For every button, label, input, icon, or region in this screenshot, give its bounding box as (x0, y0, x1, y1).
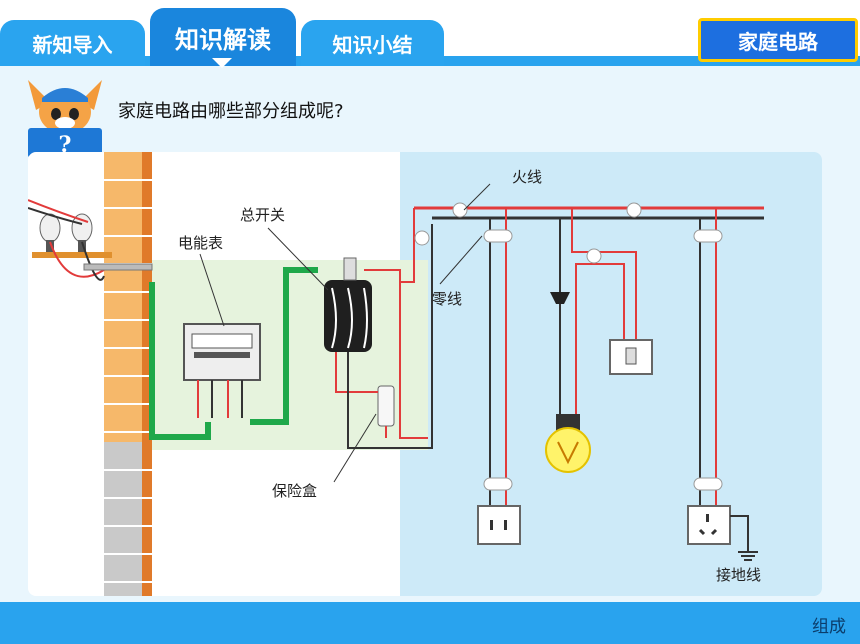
label-fuse-box: 保险盒 (272, 482, 317, 500)
brick-wall (104, 152, 152, 596)
topic-badge-label: 家庭电路 (738, 29, 818, 54)
socket-branch-2 (687, 208, 758, 561)
label-neutral-wire: 零线 (432, 290, 462, 308)
three-pin-socket (687, 505, 731, 545)
label-main-switch: 总开关 (240, 206, 285, 224)
socket-branch-1 (477, 208, 521, 545)
mascot-badge-text: ? (59, 132, 72, 158)
label-ground-wire: 接地线 (716, 566, 761, 584)
label-meter: 电能表 (178, 234, 223, 252)
tab-summary-label: 知识小结 (332, 32, 413, 57)
outdoor-insulators (28, 199, 153, 281)
meter-to-switch-wire (250, 267, 318, 425)
tab-interpretation[interactable]: 知识解读 (150, 8, 296, 66)
label-live-wire: 火线 (512, 168, 542, 186)
mascot-icon: ? (28, 80, 102, 158)
ground-symbol-icon (738, 551, 758, 561)
tab-summary[interactable]: 知识小结 (301, 20, 444, 66)
topic-badge: 家庭电路 (698, 18, 858, 62)
tab-intro[interactable]: 新知导入 (0, 20, 145, 66)
diagram-card: 电能表 总开关 保险盒 火线 零线 接地线 (28, 152, 822, 596)
two-pin-socket (477, 505, 521, 545)
tab-intro-label: 新知导入 (32, 32, 113, 57)
main-switch (324, 257, 372, 352)
electric-meter (183, 323, 261, 418)
light-bulb-icon (545, 427, 591, 473)
lamp-branch (545, 208, 653, 473)
leader-lines (199, 183, 491, 483)
household-circuit-diagram: 电能表 总开关 保险盒 火线 零线 接地线 (28, 152, 822, 596)
service-wire (149, 282, 211, 440)
active-tab-pointer (212, 58, 232, 68)
question-text: 家庭电路由哪些部分组成呢? (118, 101, 344, 122)
tab-interpretation-label: 知识解读 (175, 25, 271, 54)
footer-label: 组成 (812, 617, 846, 637)
fuse-box (335, 224, 433, 449)
bottom-bar (0, 602, 860, 644)
